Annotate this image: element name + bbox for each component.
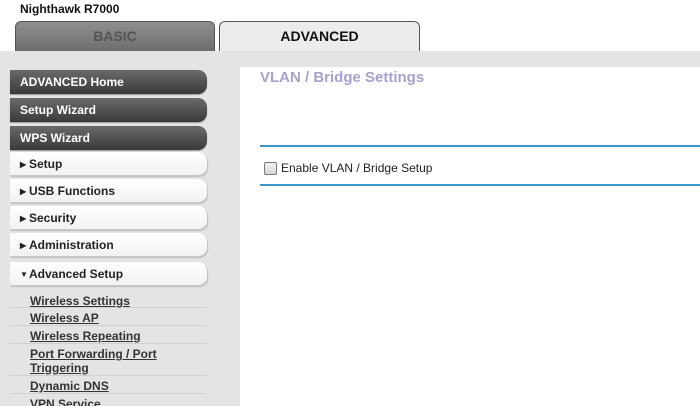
sidebar-section-label: Advanced Setup	[29, 267, 124, 281]
sidebar-section-security[interactable]: ▶Security	[10, 206, 207, 230]
caret-right-icon: ▶	[20, 160, 27, 169]
sidebar-section-administration[interactable]: ▶Administration	[10, 233, 207, 257]
submenu-link-port-forwarding-line1[interactable]: Port Forwarding / Port	[30, 347, 157, 361]
submenu-item-wireless-settings[interactable]: Wireless Settings	[10, 289, 207, 308]
sidebar-section-label: Setup	[29, 157, 63, 171]
router-model-name: Nighthawk R7000	[20, 2, 120, 16]
advanced-home-button[interactable]: ADVANCED Home	[10, 70, 207, 94]
setup-wizard-button[interactable]: Setup Wizard	[10, 98, 207, 122]
divider-bottom	[260, 184, 700, 186]
sidebar-section-label: USB Functions	[29, 184, 115, 198]
enable-vlan-label[interactable]: Enable VLAN / Bridge Setup	[281, 161, 433, 175]
submenu-item-port-forwarding[interactable]: Port Forwarding / Port Triggering	[10, 344, 207, 376]
enable-vlan-checkbox[interactable]	[264, 161, 277, 175]
submenu-link-wireless-settings[interactable]: Wireless Settings	[30, 294, 130, 308]
sidebar-section-label: Administration	[29, 238, 114, 252]
caret-right-icon: ▶	[20, 241, 27, 250]
tab-basic[interactable]: BASIC	[15, 21, 215, 51]
submenu-item-wireless-repeating[interactable]: Wireless Repeating	[10, 326, 207, 344]
submenu-item-dynamic-dns[interactable]: Dynamic DNS	[10, 376, 207, 394]
caret-right-icon: ▶	[20, 187, 27, 196]
submenu-link-vpn-service[interactable]: VPN Service	[30, 397, 101, 406]
tab-underline-band	[0, 51, 700, 67]
submenu-link-wireless-repeating[interactable]: Wireless Repeating	[30, 329, 141, 343]
divider-top	[260, 145, 700, 147]
submenu-item-vpn-service[interactable]: VPN Service	[10, 394, 207, 406]
sidebar-section-advanced-setup[interactable]: ▼Advanced Setup	[10, 262, 207, 286]
caret-down-icon: ▼	[20, 270, 28, 279]
sidebar-section-label: Security	[29, 211, 77, 225]
wps-wizard-button[interactable]: WPS Wizard	[10, 126, 207, 150]
page-title: VLAN / Bridge Settings	[260, 69, 425, 86]
submenu-item-wireless-ap[interactable]: Wireless AP	[10, 308, 207, 326]
submenu-link-port-forwarding-line2[interactable]: Triggering	[30, 361, 89, 375]
sidebar-section-setup[interactable]: ▶Setup	[10, 152, 207, 176]
caret-right-icon: ▶	[20, 214, 27, 223]
submenu-link-dynamic-dns[interactable]: Dynamic DNS	[30, 379, 109, 393]
enable-vlan-row: Enable VLAN / Bridge Setup	[264, 160, 432, 176]
sidebar: ADVANCED Home Setup Wizard WPS Wizard ▶S…	[0, 67, 240, 406]
tab-advanced[interactable]: ADVANCED	[219, 21, 420, 51]
submenu-link-wireless-ap[interactable]: Wireless AP	[30, 311, 99, 325]
sidebar-section-usb-functions[interactable]: ▶USB Functions	[10, 179, 207, 203]
